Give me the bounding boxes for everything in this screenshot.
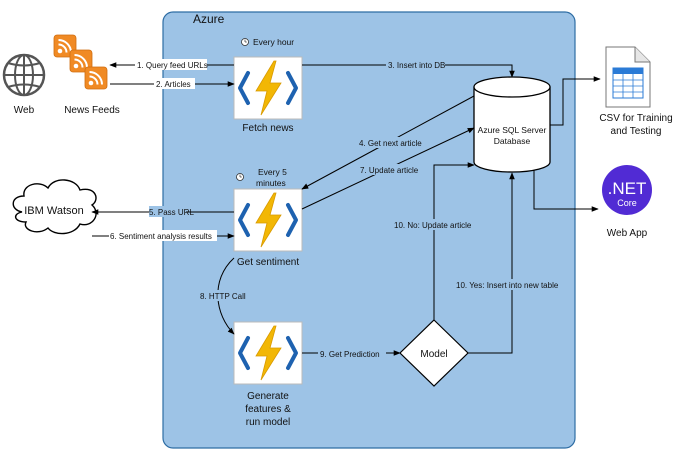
edge-line (433, 162, 475, 320)
generate-label: features & (245, 404, 291, 415)
edge-line (550, 76, 601, 126)
fetch-news-label: Fetch news (242, 123, 293, 134)
edge-label: 10. Yes: Insert into new table (456, 281, 559, 290)
edge-label: 9. Get Prediction (320, 350, 380, 359)
sentiment-trigger-label: Every 5 (258, 167, 287, 177)
azure-label: Azure (193, 12, 225, 26)
web-globe-icon (2, 53, 46, 97)
edge-line (468, 172, 515, 354)
fetch-trigger-label: Every hour (253, 37, 294, 47)
dotnet-core-logo-icon (602, 165, 652, 215)
generate-features-function-icon (232, 320, 304, 386)
edge-label: 7. Update article (360, 166, 419, 175)
sentiment-trigger-label: minutes (256, 178, 286, 188)
edge-label: 2. Articles (156, 80, 191, 89)
ibm-watson-label: IBM Watson (24, 205, 84, 217)
edge-label: 1. Query feed URLs (137, 61, 208, 70)
azure-sql-database-icon (473, 76, 551, 173)
database-label: Azure SQL Server (478, 125, 547, 135)
generate-label: Generate (247, 391, 289, 402)
dotnet-logo-text: .NET (608, 179, 647, 198)
get-sentiment-label: Get sentiment (237, 257, 299, 268)
timer-clock-icon (236, 173, 244, 181)
csv-label: and Testing (611, 126, 662, 137)
web-label: Web (14, 105, 35, 116)
generate-label: run model (246, 417, 290, 428)
edge-label: 3. Insert into DB (388, 61, 445, 70)
dotnet-logo-subtext: Core (617, 198, 637, 208)
ibm-watson-cloud-icon (12, 179, 97, 235)
news-feeds-label: News Feeds (64, 105, 120, 116)
fetch-news-function-icon (232, 55, 304, 121)
csv-file-icon (605, 46, 651, 108)
rss-feed-icon (53, 34, 108, 90)
edge-line (533, 170, 599, 212)
web-app-label: Web App (607, 228, 648, 239)
edge-label: 4. Get next article (359, 139, 422, 148)
edge-line (302, 64, 515, 78)
csv-label: CSV for Training (599, 113, 672, 124)
edge-label: 8. HTTP Call (200, 292, 246, 301)
get-sentiment-function-icon (232, 187, 304, 253)
timer-clock-icon (241, 38, 249, 46)
edge-label: 10. No: Update article (394, 221, 472, 230)
model-decision-diamond (399, 319, 469, 387)
edge-label: 5. Pass URL (149, 208, 194, 217)
database-label: Database (494, 136, 531, 146)
model-label: Model (420, 349, 447, 360)
edge-label: 6. Sentiment analysis results (110, 232, 212, 241)
